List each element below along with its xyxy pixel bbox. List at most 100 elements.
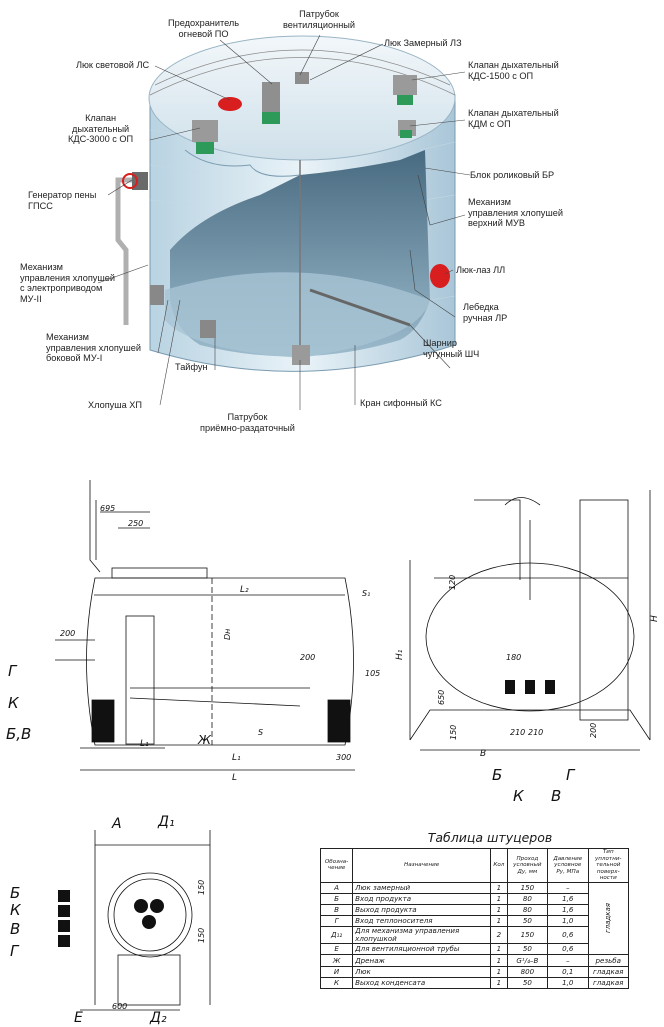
cell-pn: – bbox=[547, 881, 589, 894]
cell-pn: 0,1 bbox=[547, 965, 589, 978]
light-hatch-icon bbox=[218, 97, 242, 111]
dim-210-b: 210 bbox=[528, 728, 543, 737]
gauge-hatch-icon bbox=[295, 72, 309, 84]
cell-qty: 1 bbox=[490, 943, 508, 956]
cell-dn: 50 bbox=[506, 915, 549, 928]
cell-qty: 1 bbox=[490, 954, 508, 967]
callout-light-hatch: Люк световой ЛС bbox=[76, 60, 150, 70]
cell-dn: 50 bbox=[506, 943, 549, 956]
callout-flapper: Хлопуша ХП bbox=[88, 400, 143, 410]
label-k-side: К bbox=[8, 694, 20, 712]
header-purpose: Назначение bbox=[352, 848, 492, 883]
dim-L1-a: L₁ bbox=[140, 739, 149, 749]
cell-seal-merged: гладкая bbox=[587, 881, 629, 956]
cell-purpose: Люк bbox=[352, 965, 492, 978]
receiving-nozzle-icon bbox=[292, 345, 310, 365]
cell-qty: 2 bbox=[490, 926, 508, 945]
header-designation: Обозна-чение bbox=[319, 848, 354, 883]
label-d1-plan: Д₁ bbox=[157, 814, 175, 830]
dim-S: S bbox=[258, 728, 263, 737]
callout-manhole-laz: Люк-лаз ЛЛ bbox=[456, 265, 506, 275]
cell-pn: 0,6 bbox=[547, 926, 589, 945]
cell-purpose: Вход теплоносителя bbox=[352, 915, 492, 928]
dim-150: 150 bbox=[449, 725, 458, 740]
label-v-end: В bbox=[551, 787, 561, 805]
dim-H: H bbox=[650, 615, 660, 622]
cell-code: И bbox=[319, 965, 354, 978]
cell-dn: 80 bbox=[506, 892, 549, 905]
cell-qty: 1 bbox=[490, 976, 508, 990]
cell-pn: 1,0 bbox=[547, 976, 589, 990]
callout-roller-block: Блок роликовый БР bbox=[470, 170, 555, 180]
cell-pn: – bbox=[547, 954, 589, 967]
dim-L: L bbox=[232, 773, 237, 783]
dim-250: 250 bbox=[128, 519, 143, 528]
cell-code: К bbox=[319, 976, 354, 990]
cell-dn: 150 bbox=[506, 926, 549, 945]
dim-L2: L₂ bbox=[240, 585, 249, 595]
label-bv-side: Б,В bbox=[6, 725, 31, 743]
label-b-plan: Б bbox=[10, 884, 20, 902]
dim-210-a: 210 bbox=[510, 728, 525, 737]
cell-qty: 1 bbox=[490, 892, 508, 905]
cell-code: В bbox=[319, 903, 354, 917]
cell-dn: G¹/₄–В bbox=[506, 954, 549, 967]
cell-code: Г bbox=[319, 915, 354, 928]
dim-200-end: 200 bbox=[589, 723, 598, 738]
dim-180: 180 bbox=[506, 653, 521, 662]
side-view-shell bbox=[86, 577, 354, 746]
cell-purpose: Для вентиляционной трубы bbox=[352, 943, 492, 956]
dim-105: 105 bbox=[365, 669, 380, 678]
label-d2-plan: Д₂ bbox=[149, 1010, 167, 1026]
breather-kds1500-icon bbox=[393, 75, 417, 105]
foam-generator-pipe bbox=[115, 177, 140, 325]
dim-300: 300 bbox=[336, 753, 351, 762]
table-title: Таблица штуцеров bbox=[427, 830, 553, 845]
dim-695: 695 bbox=[100, 504, 115, 513]
vent-nozzle-icon bbox=[262, 82, 280, 124]
cell-dn: 150 bbox=[506, 881, 549, 894]
tank-floor bbox=[165, 272, 430, 358]
cell-code: Ж bbox=[319, 954, 354, 967]
cell-dn: 800 bbox=[506, 965, 549, 978]
dim-L1-b: L₁ bbox=[232, 753, 241, 763]
label-b-end: Б bbox=[492, 766, 502, 784]
dim-600: 600 bbox=[112, 1002, 127, 1011]
cell-purpose: Выход конденсата bbox=[352, 976, 492, 990]
seal-merged-text: гладкая bbox=[604, 903, 613, 934]
cell-dn: 80 bbox=[506, 903, 549, 917]
cell-qty: 1 bbox=[490, 965, 508, 978]
label-g-side: Г bbox=[8, 662, 18, 680]
cell-purpose: Люк замерный bbox=[352, 881, 492, 894]
cell-pn: 1,0 bbox=[547, 915, 589, 928]
cell-purpose: Выход продукта bbox=[352, 903, 492, 917]
label-e-plan: Е bbox=[74, 1010, 83, 1026]
cell-seal: гладкая bbox=[587, 965, 629, 978]
breather-kdm-icon bbox=[398, 120, 416, 138]
cell-purpose: Для механизма управления хлопушкой bbox=[352, 926, 492, 945]
dim-150-plan-b: 150 bbox=[197, 928, 206, 943]
dim-S1: S₁ bbox=[362, 589, 370, 598]
cell-code: А bbox=[319, 881, 354, 894]
cell-code: Б bbox=[319, 892, 354, 905]
breather-kds3000-icon bbox=[192, 120, 218, 154]
cell-pn: 1,6 bbox=[547, 892, 589, 905]
cell-code: Д₁₂ bbox=[319, 926, 354, 945]
